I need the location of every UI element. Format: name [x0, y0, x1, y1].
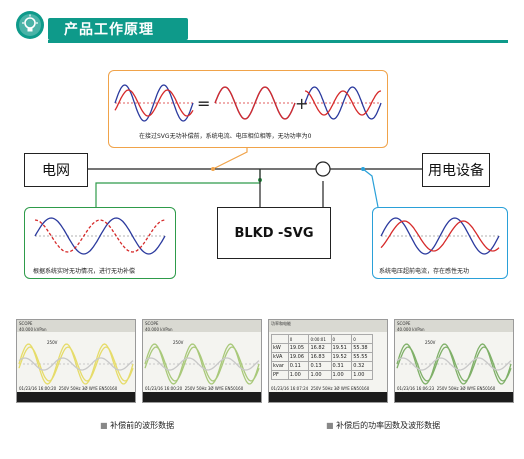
trace-c — [396, 357, 512, 371]
scope-softkeys — [269, 392, 387, 402]
left-connector — [95, 169, 261, 207]
scope-readout: 40.000 kVPan — [145, 327, 173, 332]
scope-trace — [18, 343, 134, 385]
voltage-wave — [34, 219, 166, 253]
inductive-callout: 系统电压超前电流，存在感性无功 — [372, 207, 508, 279]
trace-a — [18, 343, 134, 385]
compensation-callout: 根据系统实时无功情况，进行无功补偿 — [24, 207, 176, 279]
pre-compensation-callout: = + 在接过SVG无功补偿前，系统电流、电压相位相等，无功功率为0 — [108, 70, 388, 148]
scope-scale: 250V — [47, 340, 58, 345]
right-waveforms — [380, 217, 500, 255]
svg-device-label: BLKD -SVG — [217, 207, 331, 259]
left-waveforms — [34, 217, 166, 255]
table-cell — [271, 334, 289, 344]
active-component-waveform — [214, 86, 296, 120]
scope-scale: 250V — [173, 340, 184, 345]
plus-sign: + — [295, 94, 308, 113]
scope-title: 功率和电能 — [271, 321, 291, 326]
title-underline — [48, 40, 508, 43]
scope-screen-after: SCOPE 40.000 kVPan 250V 01/23/16 16:06:2… — [394, 319, 514, 403]
scope-topbar — [143, 320, 261, 332]
scope-readout: 40.000 kVPan — [397, 327, 425, 332]
scope-waveform — [396, 343, 512, 385]
page-title: 产品工作原理 — [64, 22, 154, 38]
compensation-waveform — [34, 217, 166, 255]
scope-screen-before: SCOPE 40.000 kVPan 250V 01/23/16 16:00:2… — [16, 319, 136, 403]
scope-scale: 250V — [425, 340, 436, 345]
scope-topbar — [395, 320, 513, 332]
trace-b — [144, 346, 260, 382]
table-cell: 0 — [351, 334, 373, 344]
trace-b — [18, 346, 134, 382]
scope-status: 01/23/16 16:00:20 250V 50Hz 3Ø WYE EN501… — [145, 386, 244, 391]
grid-label: 电网 — [24, 153, 88, 187]
top-connector — [212, 146, 248, 170]
table-header-row: 0 0:00:01 0 0 — [271, 334, 373, 344]
trace-b — [396, 346, 512, 382]
left-caption: 根据系统实时无功情况，进行无功补偿 — [33, 268, 136, 275]
scope-softkeys — [17, 392, 135, 402]
current-wave — [34, 217, 166, 255]
scope-softkeys — [395, 392, 513, 402]
right-connector — [362, 168, 379, 208]
inductive-waveform — [380, 217, 500, 255]
right-junction — [361, 167, 365, 171]
scope-topbar — [269, 320, 387, 332]
scope-topbar — [17, 320, 135, 332]
table-cell: 0 — [330, 334, 353, 344]
scope-screen-before-2: SCOPE 40.000 kVPan 250V 01/23/16 16:00:2… — [142, 319, 262, 403]
table-cell: 0:00:01 — [308, 334, 332, 344]
scope-status: 01/23/16 16:00:20 250V 50Hz 3Ø WYE EN501… — [19, 386, 118, 391]
scope-title: SCOPE — [145, 321, 159, 326]
voltage-wave — [380, 220, 500, 252]
scope-trace — [144, 343, 260, 385]
voltage-wave — [114, 89, 194, 117]
title-background — [48, 18, 188, 40]
top-junction — [211, 167, 215, 171]
current-wave — [304, 86, 382, 120]
trace-a — [144, 343, 260, 385]
scope-status: 01/23/16 16:06:23 250V 50Hz 3Ø WYE EN501… — [397, 386, 496, 391]
total-waveform — [114, 84, 194, 122]
top-caption: 在接过SVG无功补偿前，系统电流、电压相位相等，无功功率为0 — [139, 133, 312, 140]
current-wave — [114, 84, 194, 122]
voltage-wave — [304, 90, 382, 116]
equipment-label: 用电设备 — [422, 153, 490, 187]
current-wave — [380, 217, 500, 255]
trace-c — [144, 357, 260, 371]
scope-softkeys — [143, 392, 261, 402]
lightbulb-icon — [16, 11, 44, 39]
caption-before: ■ 补偿前的波形数据 — [100, 421, 175, 430]
trace-a — [396, 343, 512, 385]
waveform-decomposition: = + — [114, 84, 382, 122]
caption-after: ■ 补偿后的功率因数及波形数据 — [326, 421, 441, 430]
scope-status: 01/23/16 16:07:24 250V 50Hz 3Ø WYE EN501… — [271, 386, 370, 391]
trace-c — [18, 357, 134, 371]
scope-waveform — [144, 343, 260, 385]
equals-sign: = — [197, 94, 210, 113]
scope-title: SCOPE — [19, 321, 33, 326]
current-transformer-icon — [315, 161, 331, 177]
voltage-wave — [214, 86, 296, 120]
scope-trace — [396, 343, 512, 385]
scope-readout: 40.000 kVPan — [19, 327, 47, 332]
right-caption: 系统电压超前电流，存在感性无功 — [379, 268, 470, 275]
scope-title: SCOPE — [397, 321, 411, 326]
table-cell: 0 — [287, 334, 310, 344]
reactive-component-waveform — [304, 86, 382, 120]
scope-waveform — [18, 343, 134, 385]
